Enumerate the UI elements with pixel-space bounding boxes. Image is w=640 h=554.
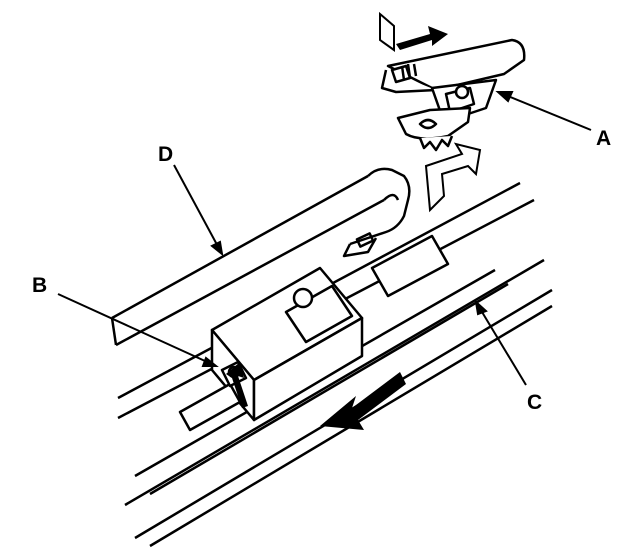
top-outline-arrow	[379, 11, 395, 52]
detached-adapter	[380, 38, 526, 152]
clip-up-arrow	[226, 362, 248, 408]
callout-label-a: A	[596, 127, 611, 150]
wiper-arm-frame	[110, 167, 411, 347]
clip-housing	[178, 234, 450, 432]
callout-label-b: B	[32, 274, 47, 297]
callout-label-c: C	[527, 391, 542, 414]
callout-leaders	[57, 91, 592, 386]
callout-label-d: D	[158, 143, 173, 166]
slide-direction-arrows	[226, 11, 482, 430]
large-solid-arrow	[320, 372, 406, 430]
middle-outline-arrow	[424, 142, 482, 213]
top-solid-arrow	[396, 26, 448, 50]
